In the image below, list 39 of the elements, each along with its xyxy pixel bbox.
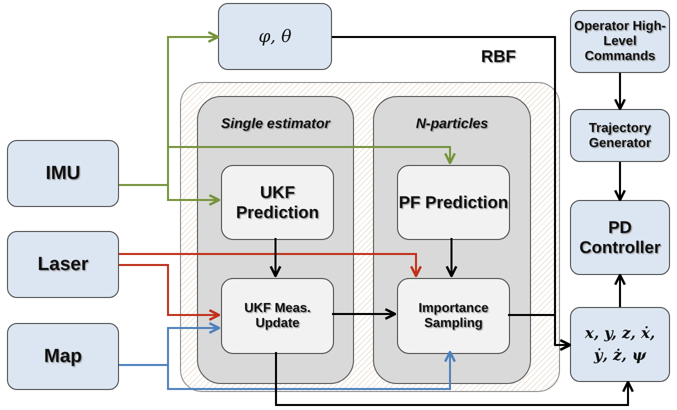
arrow: [614, 274, 626, 307]
node-label: Trajectory Generator: [588, 120, 652, 150]
estimator-panel: [197, 96, 354, 384]
arrow: [270, 238, 282, 278]
panel-heading: Single estimator: [221, 115, 330, 131]
node-label: IMU: [46, 162, 80, 184]
state-box: [570, 307, 670, 382]
process-box: [221, 165, 334, 240]
process-box: [570, 200, 670, 275]
sensor-box: [7, 140, 119, 207]
process-box: [397, 165, 510, 240]
arrow: [332, 36, 572, 351]
region-label: RBF: [481, 47, 516, 67]
arrow: [332, 308, 396, 320]
arrow: [275, 352, 634, 406]
node-label: Importance Sampling: [417, 301, 490, 331]
process-box: [570, 10, 670, 73]
node-label: Operator High-Level Commands: [573, 19, 667, 64]
process-box: [570, 109, 670, 162]
arrow: [446, 238, 458, 278]
node-label: x, y, z, ẋ, ẏ, ż, ψ: [584, 322, 656, 366]
sensor-box: [7, 323, 119, 390]
node-label: φ, θ: [258, 26, 292, 46]
state-box: [218, 3, 332, 70]
arrow: [614, 162, 626, 202]
node-label: PD Controller: [578, 218, 662, 258]
process-box: [397, 278, 510, 354]
sensor-box: [7, 231, 119, 298]
node-label: PF Prediction: [398, 192, 508, 212]
process-box: [221, 278, 334, 354]
node-label: UKF Prediction: [234, 182, 320, 222]
node-label: UKF Meas. Update: [243, 301, 312, 331]
arrow: [119, 253, 422, 278]
node-label: Laser: [38, 254, 88, 276]
arrow: [614, 73, 626, 110]
arrow: [119, 264, 220, 321]
estimator-panel: [373, 96, 531, 384]
panel-heading: N-particles: [416, 115, 488, 131]
node-label: Map: [44, 346, 82, 368]
